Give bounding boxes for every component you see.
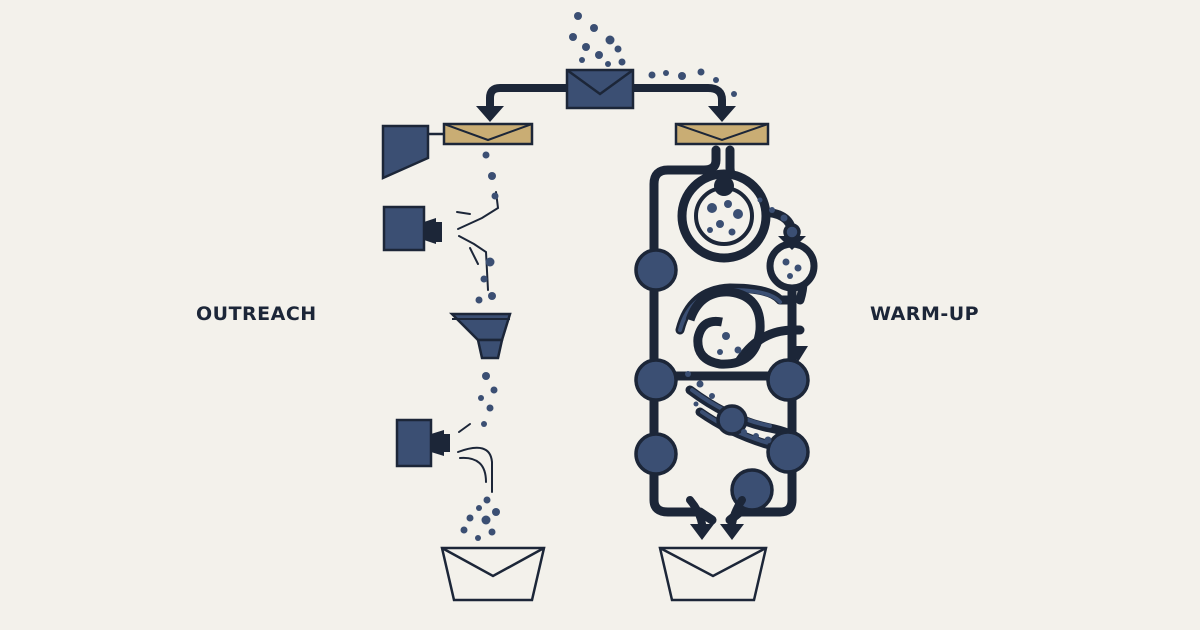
- megaphone-icon: [382, 205, 442, 252]
- top-particles: [569, 12, 626, 67]
- split-arrow-left: [486, 84, 570, 114]
- arrowhead-left: [476, 106, 504, 122]
- right-inbox-envelope-icon: [674, 122, 770, 146]
- side-block-icon: [381, 124, 444, 180]
- source-envelope-icon: [565, 68, 635, 110]
- left-particles-2: [478, 372, 498, 427]
- chamber-icon: [677, 169, 771, 263]
- top-right-particles: [648, 68, 737, 97]
- megaphone-icon-2: [395, 418, 450, 468]
- left-output-envelope-icon: [440, 546, 546, 602]
- swirl-chamber-icon: [685, 287, 808, 369]
- split-arrows: [486, 84, 726, 114]
- merge-arrowhead-left: [690, 524, 714, 540]
- right-output-envelope-icon: [658, 546, 768, 602]
- funnel-icon: [448, 312, 512, 360]
- left-inbox-envelope-icon: [442, 122, 534, 146]
- left-particles-3: [460, 496, 500, 541]
- warmup-label: WARM-UP: [870, 303, 980, 325]
- warmup-particles-2: [685, 371, 772, 444]
- small-chamber-icon: [766, 236, 818, 292]
- left-particles-1: [475, 151, 499, 304]
- arrowhead-right: [708, 106, 736, 122]
- merge-arrows: [686, 496, 746, 532]
- outreach-label: OUTREACH: [196, 303, 317, 325]
- merge-arrowhead-right: [720, 524, 744, 540]
- signal-lines-2: [457, 423, 493, 493]
- split-arrow-right: [630, 84, 726, 114]
- signal-lines-1: [456, 191, 500, 291]
